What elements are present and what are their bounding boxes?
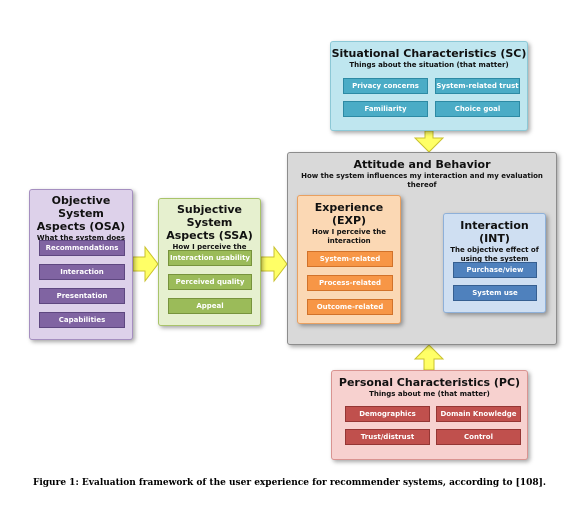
exp-subtitle-line1: How I perceive the [312, 228, 386, 236]
exp-title: Experience (EXP) [314, 201, 384, 227]
exp-item-outcome-related: Outcome-related [307, 299, 393, 315]
sc-item-familiarity: Familiarity [343, 101, 428, 117]
pc-title: Personal Characteristics (PC) [338, 376, 521, 389]
sc-item-privacy-concerns: Privacy concerns [343, 78, 428, 94]
arrow-osa-to-ssa [132, 245, 159, 283]
int-item-system-use: System use [453, 285, 537, 301]
exp-item-process-related: Process-related [307, 275, 393, 291]
sc-title: Situational Characteristics (SC) [331, 47, 527, 60]
exp-subtitle-line2: interaction [327, 237, 371, 245]
exp-item-system-related: System-related [307, 251, 393, 267]
figure-caption: Figure 1: Evaluation framework of the us… [32, 478, 547, 488]
situational-characteristics-box: Situational Characteristics (SC) Things … [330, 41, 528, 131]
int-title: Interaction (INT) [460, 219, 529, 245]
pc-item-control: Control [436, 429, 521, 445]
subjective-system-aspects-box: Subjective System Aspects (SSA) How I pe… [158, 198, 261, 326]
osa-item-capabilities: Capabilities [39, 312, 125, 328]
arrow-sc-to-ab [413, 130, 445, 153]
ab-title: Attitude and Behavior [353, 158, 491, 171]
int-item-purchase-view: Purchase/view [453, 262, 537, 278]
arrow-ssa-to-ab [260, 245, 288, 283]
osa-item-presentation: Presentation [39, 288, 125, 304]
ssa-item-perceived-quality: Perceived quality [168, 274, 252, 290]
pc-subtitle: Things about me (that matter) [369, 390, 490, 398]
pc-item-demographics: Demographics [345, 406, 430, 422]
pc-item-trust-distrust: Trust/distrust [345, 429, 430, 445]
arrow-pc-to-ab [413, 344, 445, 371]
ssa-title-line2: Aspects (SSA) [166, 229, 253, 242]
personal-characteristics-box: Personal Characteristics (PC) Things abo… [331, 370, 528, 460]
osa-title-line2: Aspects (OSA) [36, 220, 126, 233]
osa-item-interaction: Interaction [39, 264, 125, 280]
pc-item-domain-knowledge: Domain Knowledge [436, 406, 521, 422]
sc-item-choice-goal: Choice goal [435, 101, 520, 117]
interaction-box: Interaction (INT) The objective effect o… [443, 213, 546, 313]
int-subtitle-line1: The objective effect of [450, 246, 539, 254]
ssa-item-appeal: Appeal [168, 298, 252, 314]
objective-system-aspects-box: Objective System Aspects (OSA) What the … [29, 189, 133, 340]
osa-title-line1: Objective System [51, 194, 111, 220]
ssa-title-line1: Subjective System [176, 203, 243, 229]
ssa-item-interaction-usability: Interaction usability [168, 250, 252, 266]
experience-box: Experience (EXP) How I perceive the inte… [297, 195, 401, 324]
int-subtitle-line2: using the system [460, 255, 529, 263]
osa-item-recommendations: Recommendations [39, 240, 125, 256]
sc-item-system-related-trust: System-related trust [435, 78, 520, 94]
ab-subtitle: How the system influences my interaction… [301, 172, 543, 189]
sc-subtitle: Things about the situation (that matter) [349, 61, 509, 69]
osa-subtitle: What the system does [36, 234, 126, 242]
